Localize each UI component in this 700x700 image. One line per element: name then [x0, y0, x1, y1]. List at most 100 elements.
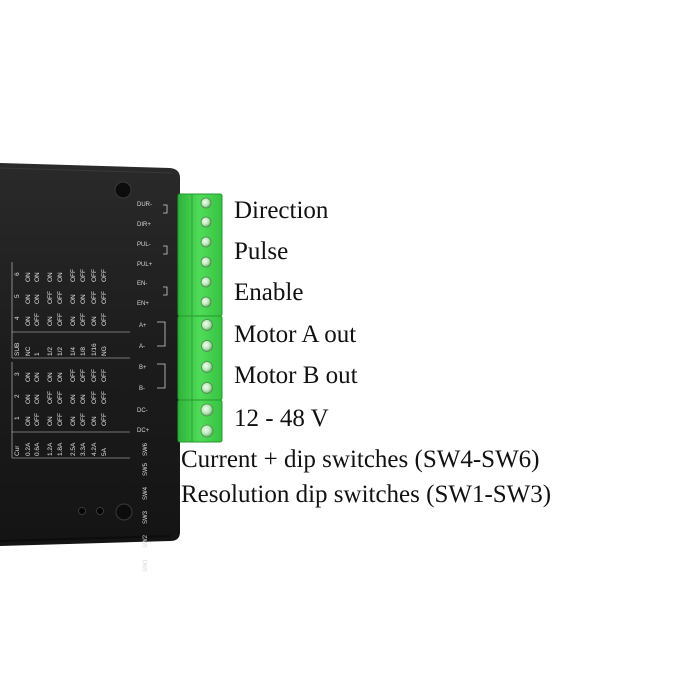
table-row: 2.5A ON ON OFF: [70, 369, 77, 456]
pin-label: DC-: [137, 408, 148, 414]
table-cell: OFF: [80, 313, 87, 326]
table-cell: 2.5A: [70, 442, 77, 456]
table-cell: ON: [80, 294, 87, 304]
switch-label: SW1: [143, 558, 149, 572]
table-cell: 5A: [101, 447, 108, 456]
table-cell: ON: [25, 316, 32, 326]
table-row: NG OFF OFF OFF: [101, 269, 108, 356]
table-header: Cur: [14, 445, 21, 456]
pin-label: DC+: [137, 428, 150, 434]
switch-label: SW5: [143, 462, 149, 476]
switch-label: SW6: [143, 442, 149, 456]
current-table: Cur 1 2 3 0.2A ON ON ON 0.6A OFF ON ON 1…: [11, 362, 130, 459]
table-cell: NG: [101, 346, 108, 356]
pin-label: PUL+: [137, 262, 153, 268]
pin-label: DUR-: [137, 202, 152, 208]
table-cell: OFF: [101, 369, 108, 382]
table-row: 1 OFF ON ON: [34, 272, 41, 356]
pin-label: B+: [139, 365, 147, 371]
label-direction: Direction: [234, 197, 329, 224]
table-cell: OFF: [70, 269, 77, 282]
mounting-screw-icon: [114, 181, 132, 199]
table-row: 0.6A OFF ON ON: [34, 372, 41, 456]
table-cell: OFF: [101, 413, 108, 426]
table-row: NC ON ON ON: [25, 272, 32, 356]
table-cell: ON: [47, 272, 54, 282]
label-power-input: 12 - 48 V: [234, 405, 329, 432]
table-cell: OFF: [70, 369, 77, 382]
table-header: 6: [14, 272, 21, 276]
label-pulse: Pulse: [234, 238, 289, 265]
table-cell: OFF: [80, 269, 87, 282]
table-cell: 1/4: [70, 347, 77, 356]
table-cell: OFF: [80, 369, 87, 382]
table-cell: ON: [91, 416, 98, 426]
terminal-screw-icon: [201, 340, 213, 352]
mounting-screw-icon: [115, 503, 133, 521]
driver-body: [0, 163, 180, 546]
switch-label: SW4: [143, 486, 149, 500]
terminal-block-motor: [177, 315, 223, 401]
terminal-screw-icon: [200, 424, 214, 438]
led-icon: [96, 507, 104, 515]
table-cell: OFF: [47, 391, 54, 404]
table-row: 4.2A ON OFF OFF: [91, 369, 98, 456]
table-cell: OFF: [101, 391, 108, 404]
table-cell: ON: [57, 272, 64, 282]
table-cell: ON: [25, 272, 32, 282]
terminal-screw-icon: [200, 296, 212, 308]
table-cell: OFF: [57, 391, 64, 404]
pin-label: A-: [139, 344, 145, 350]
table-cell: OFF: [57, 413, 64, 426]
label-motor-a-out: Motor A out: [234, 321, 357, 348]
table-header: 5: [14, 294, 21, 298]
table-cell: ON: [34, 272, 41, 282]
settings-tables: Cur 1 2 3 0.2A ON ON ON 0.6A OFF ON ON 1…: [11, 262, 130, 459]
table-cell: 1/2: [57, 347, 64, 356]
terminal-screw-icon: [200, 197, 212, 209]
table-cell: OFF: [101, 313, 108, 326]
terminal-screws: [200, 197, 214, 438]
table-cell: OFF: [101, 291, 108, 304]
table-cell: 4.2A: [91, 442, 98, 456]
table-cell: OFF: [91, 269, 98, 282]
table-cell: OFF: [101, 269, 108, 282]
table-cell: ON: [34, 294, 41, 304]
table-cell: 1: [34, 352, 41, 356]
table-row: 1.8A OFF OFF ON: [57, 372, 64, 456]
table-cell: 1/8: [80, 347, 87, 356]
pin-label: PUL-: [137, 242, 151, 248]
table-header: SUB: [14, 343, 21, 356]
table-cell: ON: [25, 372, 32, 382]
label-motor-b-out: Motor B out: [234, 362, 358, 389]
table-cell: ON: [25, 394, 32, 404]
table-row: 1/4 ON ON OFF: [70, 269, 77, 356]
table-cell: OFF: [80, 413, 87, 426]
pin-label: DIR+: [137, 222, 151, 228]
pin-label: A+: [139, 323, 147, 329]
table-cell: 3.3A: [80, 442, 87, 456]
terminal-screw-icon: [201, 319, 213, 331]
label-resolution-dip-switches: Resolution dip switches (SW1-SW3): [181, 481, 552, 508]
switch-label: SW2: [143, 534, 149, 548]
table-cell: OFF: [34, 413, 41, 426]
terminal-block-power: [177, 399, 223, 443]
label-current-dip-switches: Current + dip switches (SW4-SW6): [181, 446, 540, 473]
terminal-screw-icon: [200, 256, 212, 268]
table-cell: ON: [70, 294, 77, 304]
table-row: 1/16 ON OFF OFF: [91, 269, 98, 356]
table-cell: ON: [47, 372, 54, 382]
table-cell: 1.8A: [57, 442, 64, 456]
table-cell: NC: [25, 346, 32, 356]
table-cell: ON: [70, 416, 77, 426]
label-enable: Enable: [234, 279, 304, 306]
table-header: 2: [14, 394, 21, 398]
table-cell: ON: [34, 372, 41, 382]
table-cell: OFF: [91, 291, 98, 304]
table-cell: 0.6A: [34, 442, 41, 456]
terminal-screw-icon: [200, 216, 212, 228]
table-cell: 1/2: [47, 347, 54, 356]
table-cell: ON: [57, 372, 64, 382]
table-cell: ON: [70, 316, 77, 326]
